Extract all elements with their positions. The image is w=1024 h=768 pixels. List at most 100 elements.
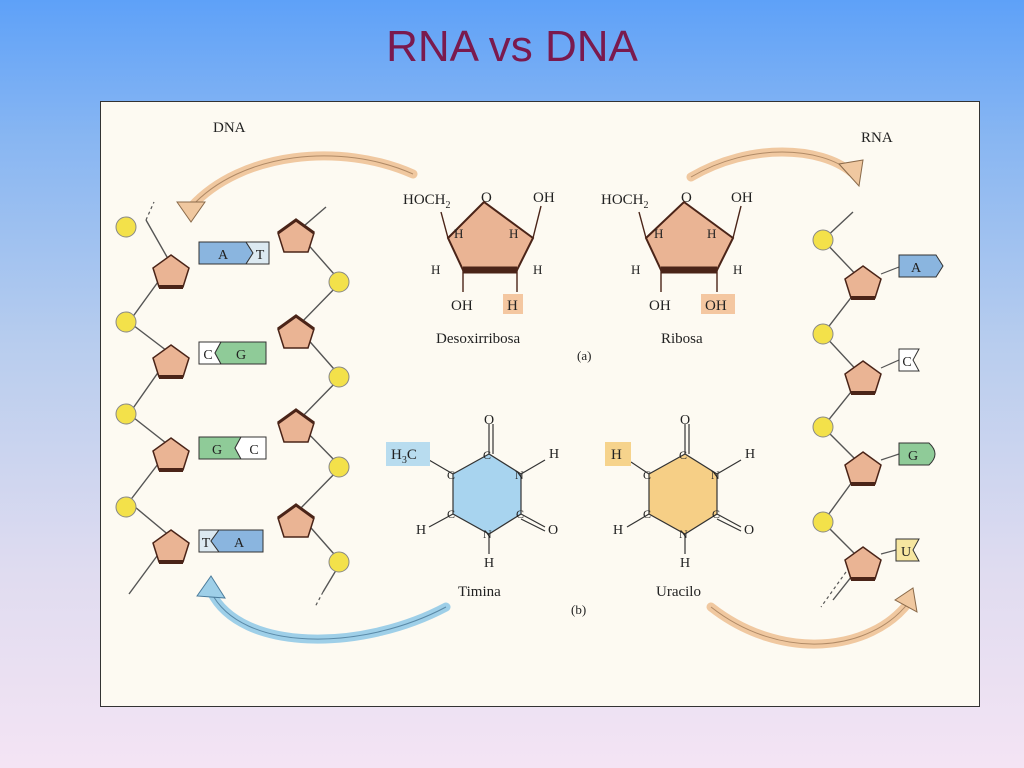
n-label: N: [711, 468, 720, 482]
slide-title: RNA vs DNA: [386, 22, 638, 71]
highlight-box: [701, 294, 735, 314]
h-highlight: H: [611, 447, 622, 463]
o-label: O: [548, 523, 558, 538]
dna-strand: A T C G G C T A: [115, 201, 350, 608]
o-label: O: [484, 413, 494, 428]
rna-base: C: [880, 348, 920, 372]
c-label: C: [447, 507, 455, 521]
ribose-structure: HOCH2 O OH H H H H OH OH Ribosa: [601, 190, 753, 347]
ch2-group: HOCH2: [601, 192, 649, 211]
c-label: C: [447, 468, 455, 482]
rna-base: A: [880, 254, 944, 278]
highlight-box: [605, 442, 631, 466]
phosphate-circle: [812, 323, 834, 345]
ch2-group: HOCH2: [403, 192, 451, 211]
oh-label: OH: [649, 298, 671, 314]
n-label: N: [483, 527, 492, 541]
h-label: H: [533, 262, 542, 277]
sugar-pentagon: [277, 314, 315, 349]
rna-label: RNA: [861, 130, 893, 146]
arrow-dna-to-top: [176, 151, 418, 223]
dna-base-pair: A T: [198, 241, 270, 265]
phosphate-circle: [812, 416, 834, 438]
h-highlight: H: [507, 298, 518, 314]
deoxyribose-structure: HOCH2 O OH H H H H OH H Desoxirribosa: [403, 190, 555, 347]
base-letter: T: [202, 536, 211, 551]
c-label: C: [643, 468, 651, 482]
sugar-pentagon: [152, 344, 190, 379]
sugar-pentagon: [277, 218, 315, 253]
phosphate-circle: [115, 311, 137, 333]
ring-oxygen: O: [481, 190, 492, 206]
h-label: H: [509, 226, 518, 241]
sugar-pentagon: [844, 546, 882, 581]
base-letter: A: [218, 248, 229, 263]
o-label: O: [680, 413, 690, 428]
base-letter: A: [234, 536, 245, 551]
rna-strand: A C G U: [812, 211, 944, 608]
h-label: H: [431, 262, 440, 277]
h-label: H: [454, 226, 463, 241]
sugar-pentagon: [277, 503, 315, 538]
uracil-name: Uracilo: [656, 584, 701, 600]
panel-b-label: (b): [571, 602, 586, 617]
h-label: H: [733, 262, 742, 277]
thymine-structure: O O H H H C C C C N N H3C Timina: [386, 413, 559, 600]
c-label: C: [712, 507, 720, 521]
phosphate-circle: [115, 403, 137, 425]
phosphate-circle: [328, 271, 350, 293]
phosphate-circle: [812, 229, 834, 251]
base-letter: G: [212, 443, 222, 458]
sugar-pentagon: [152, 254, 190, 289]
uracil-structure: O O H H H C C C C N N H Uracilo: [605, 413, 755, 600]
c-label: C: [679, 448, 687, 462]
oh-label: OH: [451, 298, 473, 314]
base-letter: G: [908, 449, 918, 464]
thymine-name: Timina: [458, 584, 501, 600]
phosphate-circle: [115, 496, 137, 518]
base-letter: T: [256, 248, 265, 263]
sugar-pentagon: [152, 437, 190, 472]
methyl-group: H3C: [391, 447, 417, 466]
n-label: N: [679, 527, 688, 541]
oh-highlight: OH: [705, 298, 727, 314]
arrow-timina-to-dna: [196, 575, 451, 644]
phosphate-circle: [328, 551, 350, 573]
ribose-name: Ribosa: [661, 331, 703, 347]
h-label: H: [416, 523, 426, 538]
base-letter: C: [902, 355, 911, 370]
phosphate-circle: [812, 511, 834, 533]
phosphate-circle: [328, 456, 350, 478]
h-label: H: [549, 447, 559, 462]
ring-oxygen: O: [681, 190, 692, 206]
sugar-pentagon: [844, 360, 882, 395]
c-label: C: [483, 448, 491, 462]
sugar-pentagon: [152, 529, 190, 564]
oh-label: OH: [731, 190, 753, 206]
dna-base-pair: C G: [198, 341, 267, 365]
sugar-pentagon: [277, 408, 315, 443]
base-letter: A: [911, 261, 922, 276]
sugar-pentagon: [844, 265, 882, 300]
h-label: H: [654, 226, 663, 241]
c-label: C: [516, 507, 524, 521]
highlight-box: [386, 442, 430, 466]
o-label: O: [744, 523, 754, 538]
deoxyribose-name: Desoxirribosa: [436, 331, 520, 347]
c-label: C: [643, 507, 651, 521]
dna-label: DNA: [213, 120, 246, 136]
base-letter: U: [901, 545, 911, 560]
phosphate-circle: [115, 216, 137, 238]
n-label: N: [515, 468, 524, 482]
rna-base: G: [880, 442, 936, 466]
sugar-pentagon: [844, 451, 882, 486]
h-label: H: [484, 556, 494, 571]
base-letter: C: [249, 443, 258, 458]
rna-base: U: [880, 538, 920, 562]
h-label: H: [707, 226, 716, 241]
arrow-to-rna-top: [686, 147, 864, 188]
base-letter: G: [236, 348, 246, 363]
rna-dna-diagram: DNA RNA: [115, 120, 944, 649]
h-label: H: [680, 556, 690, 571]
dna-base-pair: T A: [198, 529, 264, 553]
